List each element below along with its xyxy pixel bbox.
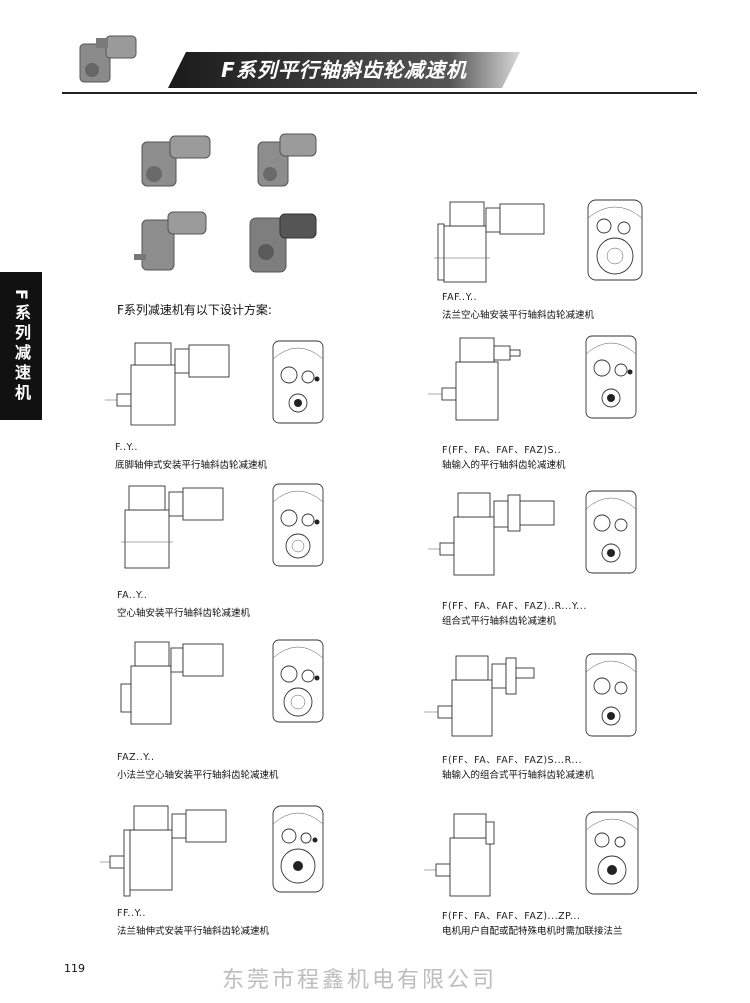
variant-code-f: F..Y.. (115, 442, 138, 453)
intro-text: F系列减速机有以下设计方案: (117, 303, 272, 317)
company-watermark: 东莞市程鑫机电有限公司 (222, 968, 498, 993)
variant-code-sr: F(FF、FA、FAF、FAZ)S...R... (442, 755, 582, 766)
side-tab: F系列减速机 (0, 272, 42, 420)
variant-code-zp: F(FF、FA、FAF、FAZ)...ZP... (442, 911, 581, 922)
variant-drawing-r (428, 490, 637, 576)
variant-code-r: F(FF、FA、FAF、FAZ)..R...Y... (442, 601, 587, 612)
variant-desc-sr: 轴输入的组合式平行轴斜齿轮减速机 (442, 770, 595, 781)
variant-desc-zp: 电机用户自配或配特殊电机时需加联接法兰 (442, 926, 623, 937)
variant-code-fa: FA..Y.. (117, 590, 148, 601)
variant-code-ff: FF..Y.. (117, 908, 146, 919)
variant-desc-ff: 法兰轴伸式安装平行轴斜齿轮减速机 (117, 926, 270, 937)
variant-desc-faz: 小法兰空心轴安装平行轴斜齿轮减速机 (117, 770, 279, 781)
variant-drawing-s (428, 335, 637, 421)
variant-drawing-zp (424, 811, 639, 897)
variant-desc-fa: 空心轴安装平行轴斜齿轮减速机 (117, 608, 251, 619)
product-photos (134, 133, 317, 273)
variant-drawing-fa (121, 483, 324, 569)
variant-desc-s: 轴输入的平行轴斜齿轮减速机 (442, 460, 566, 471)
variant-desc-r: 组合式平行轴斜齿轮减速机 (442, 616, 557, 627)
variant-code-s: F(FF、FA、FAF、FAZ)S.. (442, 445, 562, 456)
title-banner: F系列平行轴斜齿轮减速机 (168, 52, 520, 88)
header-gearbox-image (79, 35, 137, 83)
header-rule (62, 92, 697, 94)
page-number: 119 (64, 962, 85, 975)
variant-code-faf: FAF..Y.. (442, 292, 477, 303)
page-title: F系列平行轴斜齿轮减速机 (221, 58, 467, 82)
variant-desc-faf: 法兰空心轴安装平行轴斜齿轮减速机 (442, 310, 595, 321)
variant-code-faz: FAZ..Y.. (117, 752, 155, 763)
variant-drawing-f (105, 340, 324, 426)
variant-drawing-faf (434, 199, 643, 283)
variant-desc-f: 底脚轴伸式安装平行轴斜齿轮减速机 (115, 460, 268, 471)
variant-drawing-faz (120, 639, 324, 725)
variant-drawing-ff (100, 805, 324, 897)
variant-drawing-sr (424, 653, 637, 737)
